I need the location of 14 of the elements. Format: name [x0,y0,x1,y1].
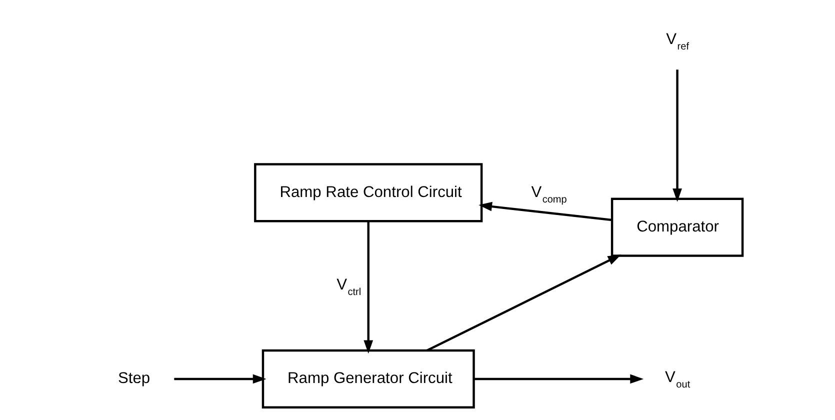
node-box: Ramp Generator Circuit [261,349,474,409]
arrow [474,374,644,384]
edge-label: V$_{comp}$ [530,184,566,206]
node-text: Step [117,370,150,388]
node-text: V$_{ref}$ [666,31,688,53]
node-box: Comparator [610,198,744,257]
arrow [363,221,373,354]
arrow [672,70,682,202]
edge-label: V$_{ctrl}$ [336,276,361,298]
arrow [426,254,621,352]
node-box: Ramp Rate Control Circuit [254,163,482,222]
arrow [174,374,266,384]
node-text: V$_{out}$ [664,368,690,390]
arrow [478,202,612,222]
